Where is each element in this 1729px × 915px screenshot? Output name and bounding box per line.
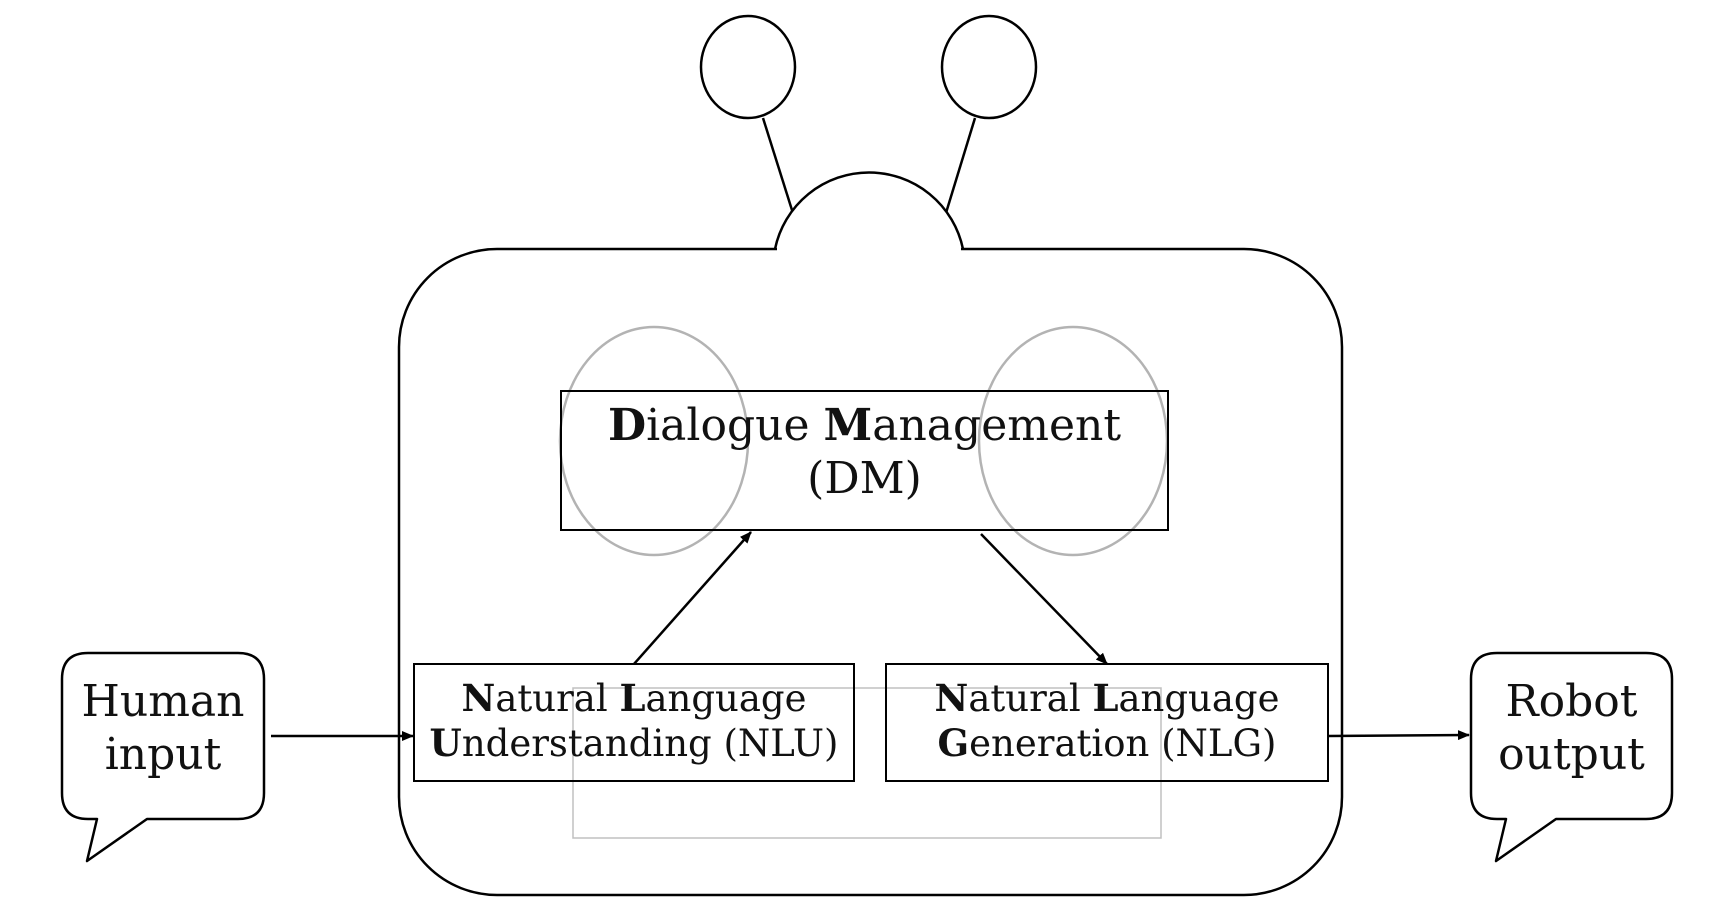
nlg-word-language: anguage [1118,677,1280,720]
nlg-initial-l: L [1092,676,1119,720]
nlg-label-line2: Generation (NLG) [886,721,1328,766]
robot-head-dome [773,171,965,250]
nlg-label: Natural Language Generation (NLG) [886,676,1328,767]
nlu-initial-u: U [429,721,462,766]
nlg-word-generation: eneration (NLG) [969,722,1277,766]
dm-initial-d: D [607,400,647,451]
nlu-word-language: anguage [645,677,807,720]
nlu-label-line1: Natural Language [414,676,854,721]
dm-label: Dialogue Management (DM) [561,400,1168,506]
dm-box [560,390,1169,531]
robot-output-bubble [1469,651,1674,863]
nlu-word-understanding: nderstanding (NLU) [461,722,839,766]
human-input-line1: Human [81,676,245,727]
arrow-nlg-to-robot [1327,730,1470,741]
robot-mouth [572,687,1162,839]
dm-label-line1: Dialogue Management [561,400,1168,453]
human-input-label: Human input [62,676,264,782]
dm-label-line2: (DM) [807,452,922,504]
nlg-initial-n: N [934,676,969,720]
nlu-initial-n: N [461,676,496,720]
nlu-initial-l: L [619,676,646,720]
dm-word-management: anagement [872,400,1122,451]
nlu-label-line2: Understanding (NLU) [414,721,854,766]
nlu-label: Natural Language Understanding (NLU) [414,676,854,767]
human-input-bubble [60,651,266,863]
arrow-nlu-to-dm [633,531,752,665]
dm-word-dialogue: ialogue [646,400,824,451]
robot-body [397,247,1344,897]
nlu-word-natural: atural [495,677,620,720]
arrow-dm-to-nlg [980,533,1108,665]
dm-initial-m: M [823,400,873,451]
human-input-line2: input [104,728,222,780]
nlg-word-natural: atural [968,677,1093,720]
robot-output-label: Robot output [1471,676,1672,782]
nlg-label-line1: Natural Language [886,676,1328,721]
robot-antenna-left [699,14,799,227]
robot-output-line1: Robot [1505,676,1638,727]
robot-antenna-right [940,14,1038,227]
nlg-initial-g: G [937,721,970,766]
robot-output-line2: output [1498,728,1645,780]
